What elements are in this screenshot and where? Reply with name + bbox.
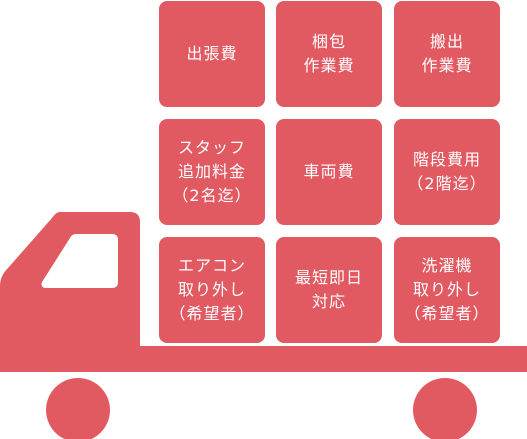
cargo-box: 搬出 作業費: [394, 1, 500, 107]
cargo-box: 階段費用 （2階迄）: [394, 119, 500, 225]
truck-window: [41, 234, 118, 288]
cargo-grid: 出張費 梱包 作業費 搬出 作業費 スタッフ 追加料金 （2名迄） 車両費 階段…: [159, 1, 527, 347]
cargo-box: エアコン 取り外し （希望者）: [159, 237, 265, 343]
rear-wheel: [413, 378, 477, 439]
truck-chassis: [0, 346, 527, 372]
cargo-box: 最短即日 対応: [276, 237, 382, 343]
front-wheel: [46, 378, 110, 439]
cargo-box: 車両費: [276, 119, 382, 225]
cargo-box: 洗濯機 取り外し （希望者）: [394, 237, 500, 343]
cargo-label: 洗濯機 取り外し （希望者）: [404, 256, 490, 323]
cargo-label: エアコン 取り外し （希望者）: [169, 256, 255, 323]
cargo-box: 出張費: [159, 1, 265, 107]
cargo-label: 階段費用 （2階迄）: [407, 150, 487, 193]
cargo-label: 最短即日 対応: [294, 268, 363, 311]
cargo-label: 梱包 作業費: [303, 32, 355, 75]
cargo-label: 車両費: [303, 162, 355, 181]
cargo-box: スタッフ 追加料金 （2名迄）: [159, 119, 265, 225]
cargo-box: 梱包 作業費: [276, 1, 382, 107]
cargo-label: 搬出 作業費: [421, 32, 473, 75]
cargo-label: 出張費: [186, 44, 238, 63]
cargo-label: スタッフ 追加料金 （2名迄）: [172, 138, 252, 205]
